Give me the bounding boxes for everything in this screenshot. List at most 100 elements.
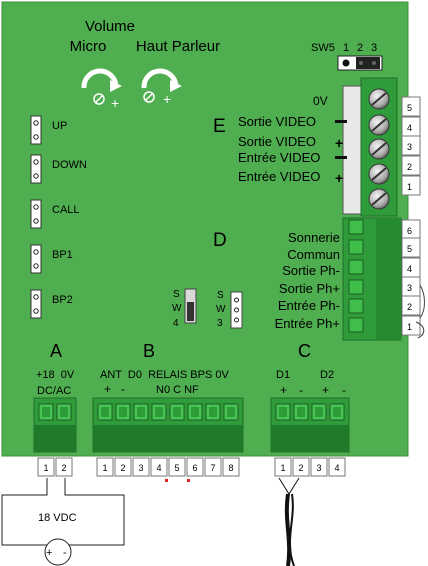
phone-terminal-slot[interactable] [348,279,364,295]
phone-pin-number: 2 [407,302,412,312]
phone-pin-number: 6 [407,226,412,236]
section-b-label: B [143,341,155,361]
terminal-block-b-pin-number: 5 [174,463,179,473]
button-header-call[interactable]: CALL [30,199,80,229]
terminal-block-b-pin-number: 8 [228,463,233,473]
sw4-jumper[interactable]: S W 4 [172,288,197,329]
terminal-block-c-pin-number: 3 [316,463,321,473]
svg-text:+: + [335,170,343,186]
svg-text:+: + [163,91,171,107]
phone-terminal-slot[interactable] [348,239,364,255]
button-header-bp1[interactable]: BP1 [30,244,73,274]
phone-line-label: Sortie Ph- [282,263,340,278]
svg-text:4: 4 [173,318,179,329]
video-line-label: Entrée VIDEO [238,169,320,184]
phone-pin-number: 4 [407,264,412,274]
button-header-up[interactable]: UP [30,115,67,145]
video-pin-number: 1 [407,182,412,192]
sw5-label: SW5 [311,42,335,54]
power-supply: 18 VDC + - [38,512,77,566]
terminal-block-a-pin-number: 1 [43,463,48,473]
block-c-sign-2: - [299,383,303,397]
video-pin-number: 4 [407,123,412,133]
micro-volume-knob-icon[interactable]: + [81,68,122,111]
volume-speaker-label: Haut Parleur [136,38,220,55]
phone-line-label: Entrée Ph+ [275,316,340,331]
terminal-block-b-pin-number: 3 [138,463,143,473]
terminal-block-b-pin-number: 2 [120,463,125,473]
volume-title: Volume [85,18,135,35]
sw5-pos-1: 1 [343,42,349,54]
phone-line-label: Entrée Ph- [278,298,340,313]
button-label-bp2: BP2 [52,294,73,306]
video-line-label: Entrée VIDEO [238,150,320,165]
block-a-voltage-label: +18 0V [36,369,75,381]
button-header-bp2[interactable]: BP2 [30,289,73,319]
section-e-label: E [213,116,226,137]
phone-terminal-slot[interactable] [348,219,364,235]
video-pin-number: 3 [407,142,412,152]
svg-text:+: + [46,547,52,559]
svg-text:W: W [216,304,226,315]
terminal-block-b-pin-number: 6 [192,463,197,473]
phone-line-label: Commun [287,247,340,262]
phone-pin-number: 3 [407,283,412,293]
block-c-sign-3: + [322,383,329,397]
button-label-up: UP [52,120,67,132]
volume-micro-label: Micro [70,38,107,55]
video-line-label: Sortie VIDEO [238,114,316,129]
button-header-down[interactable]: DOWN [30,154,87,184]
phone-terminal-slot[interactable] [348,298,364,314]
terminal-block-c-pin-number: 2 [298,463,303,473]
svg-text:+: + [111,95,119,111]
video-zero-v-label: 0V [313,94,328,108]
svg-text:S: S [217,290,224,301]
terminal-block-c-pin-number: 4 [334,463,339,473]
block-c-sign-4: - [342,383,346,397]
phone-terminal-slot[interactable] [348,317,364,333]
speaker-volume-knob-icon[interactable]: + [141,68,182,107]
block-c-d1-label: D1 [276,369,290,381]
block-c-d2-label: D2 [320,369,334,381]
terminal-block-b-pin-number: 1 [102,463,107,473]
block-c-cable [278,477,300,566]
sw5-pos-3: 3 [371,42,377,54]
phone-line-label: Sonnerie [288,230,340,245]
pcb-board [2,2,408,456]
terminal-block-a-pin-number: 2 [61,463,66,473]
video-pin-number: 2 [407,162,412,172]
terminal-block-b: 1 2 3 4 5 6 7 8 [92,397,244,477]
phone-terminal-slot[interactable] [348,259,364,275]
button-label-bp1: BP1 [52,249,73,261]
section-a-label: A [50,341,62,361]
power-supply-label: 18 VDC [38,512,77,524]
block-b-top-label: ANT D0 RELAIS BPS 0V [100,369,229,381]
section-d-label: D [213,230,227,251]
terminal-block-b-pin-number: 7 [210,463,215,473]
block-b-relay-label: N0 C NF [156,384,199,396]
video-pin-number: 5 [407,103,412,113]
block-c-sign-1: + [280,383,287,397]
svg-text:-: - [63,547,67,559]
button-label-call: CALL [52,204,80,216]
terminal-block-c: 1 2 3 4 [270,397,350,477]
video-line-label: Sortie VIDEO [238,134,316,149]
svg-text:W: W [172,303,182,314]
phone-pin-number: 1 [407,322,412,332]
svg-text:+: + [335,135,343,151]
sw5-jumper[interactable] [337,55,383,71]
block-b-ant-signs: + - [104,382,125,396]
sw3-jumper[interactable]: S W 3 [216,290,243,329]
terminal-block-c-pin-number: 1 [280,463,285,473]
svg-text:S: S [173,289,180,300]
terminal-block-b-pin-number: 4 [156,463,161,473]
section-c-label: C [298,341,311,361]
button-label-down: DOWN [52,159,87,171]
phone-line-label: Sortie Ph+ [279,281,340,296]
sw5-pos-2: 2 [357,42,363,54]
svg-text:3: 3 [217,318,223,329]
phone-pin-number: 5 [407,244,412,254]
block-a-dcac-label: DC/AC [37,385,71,397]
